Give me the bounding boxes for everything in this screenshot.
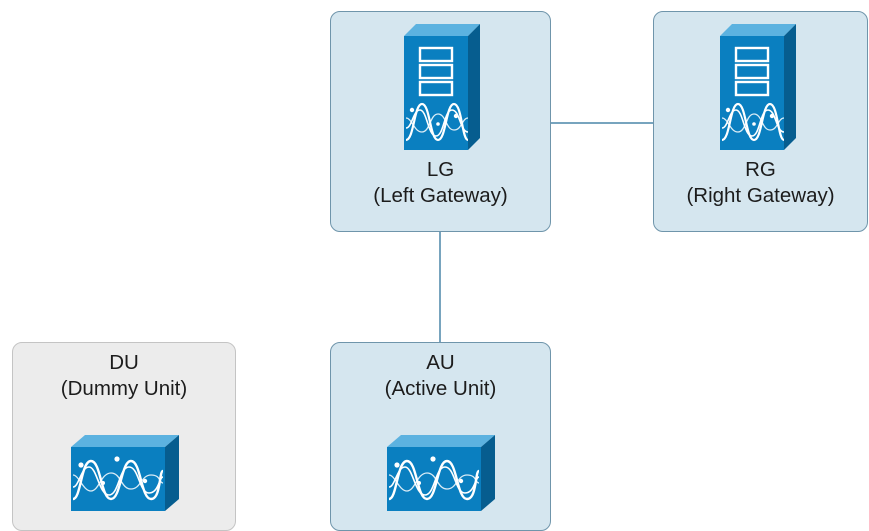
node-description: (Right Gateway) bbox=[686, 184, 835, 207]
node-active-unit[interactable]: AU (Active Unit) bbox=[330, 342, 551, 531]
node-description: (Active Unit) bbox=[384, 377, 497, 400]
signal-unit-icon bbox=[387, 435, 495, 511]
node-name: RG bbox=[745, 158, 776, 181]
node-name: LG bbox=[426, 158, 455, 181]
node-name: DU bbox=[109, 351, 139, 374]
signal-unit-icon bbox=[71, 435, 179, 511]
gateway-server-icon bbox=[404, 24, 480, 150]
node-dummy-unit[interactable]: DU (Dummy Unit) bbox=[12, 342, 236, 531]
gateway-server-icon bbox=[720, 24, 796, 150]
node-description: (Left Gateway) bbox=[373, 184, 508, 207]
node-left-gateway[interactable]: LG (Left Gateway) bbox=[330, 11, 551, 232]
node-description: (Dummy Unit) bbox=[60, 377, 188, 400]
node-name: AU bbox=[426, 351, 455, 374]
node-right-gateway[interactable]: RG (Right Gateway) bbox=[653, 11, 868, 232]
